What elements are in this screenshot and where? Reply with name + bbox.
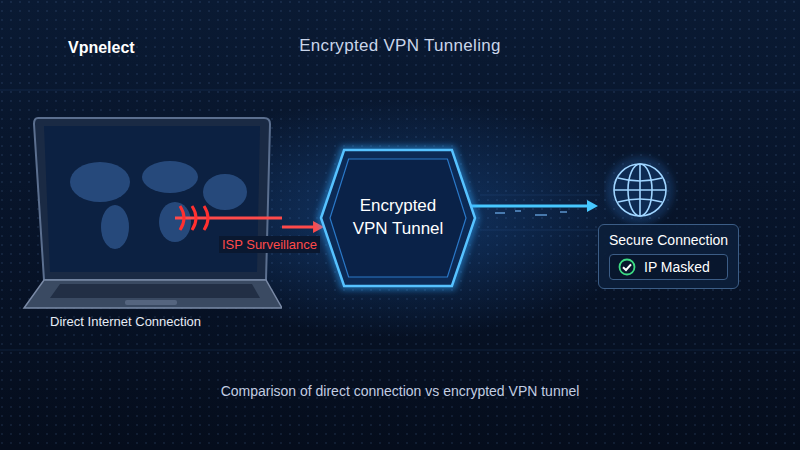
status-text: IP Masked	[644, 259, 710, 275]
secure-panel: Secure Connection IP Masked	[598, 224, 739, 289]
laptop-node: Direct Internet Connection	[20, 112, 282, 342]
panel-heading: Secure Connection	[609, 232, 728, 248]
status-row: IP Masked	[609, 254, 728, 280]
brand-logo: Vpnelect	[68, 39, 135, 57]
hexagon-outline	[321, 150, 475, 286]
diagram-caption: Comparison of direct connection vs encry…	[0, 383, 800, 399]
node-label: Direct Internet Connection	[50, 314, 201, 329]
connector	[282, 221, 324, 233]
check-icon	[618, 258, 636, 276]
globe-icon	[604, 150, 684, 224]
hex-content: Encrypted VPN Tunnel	[321, 150, 475, 286]
edge-label: ISP Surveillance	[219, 236, 320, 253]
node-label: Encrypted VPN Tunnel	[343, 195, 453, 241]
laptop-illustration	[20, 112, 282, 342]
connector	[471, 200, 598, 212]
tunnel-hexagon: Encrypted VPN Tunnel	[321, 150, 475, 286]
secure-panel-node: Secure Connection IP Masked	[598, 150, 768, 292]
